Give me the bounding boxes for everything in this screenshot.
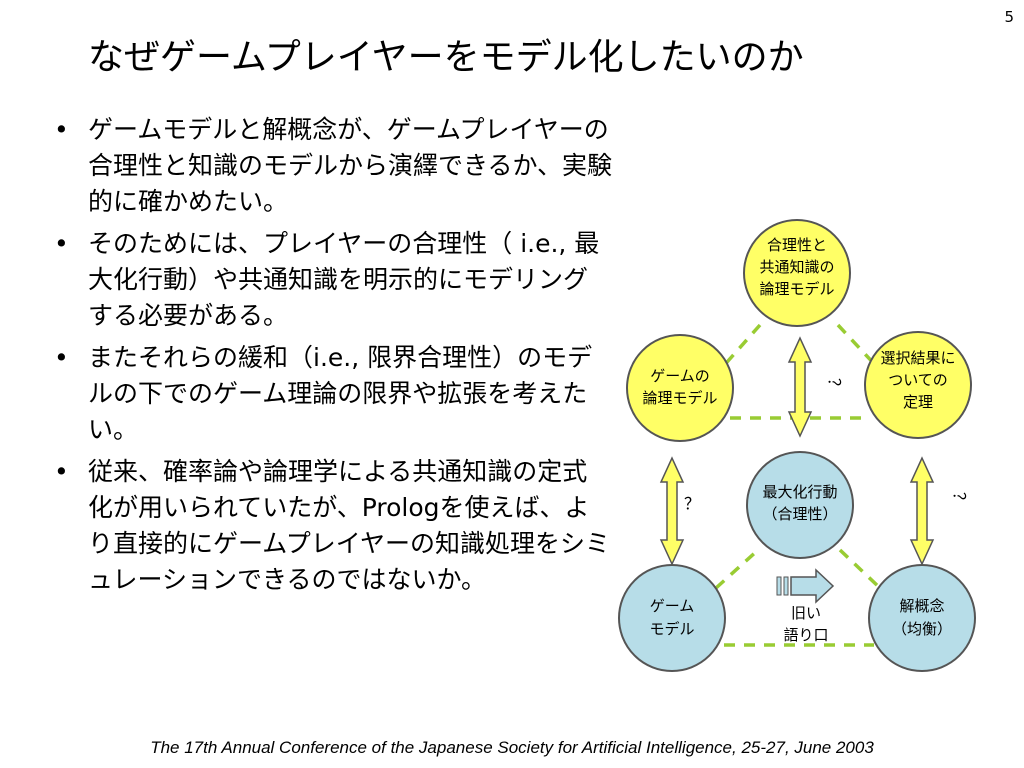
bullet-item: ゲームモデルと解概念が、ゲームプレイヤーの合理性と知識のモデルから演繹できるか、… (52, 112, 612, 220)
double-arrow-left (659, 456, 685, 566)
node-label-line: 最大化行動 (762, 483, 837, 501)
node-label-line: 合理性と (767, 236, 827, 254)
node-theorem-on-choice-results: 選択結果に ついての 定理 (864, 331, 972, 439)
node-game-model: ゲーム モデル (618, 564, 726, 672)
node-label-line: 共通知識の (759, 258, 834, 276)
bullet-item: 従来、確率論や論理学による共通知識の定式化が用いられていたが、Prologを使え… (52, 454, 612, 598)
page-number: 5 (1004, 8, 1014, 26)
double-arrow-right (909, 456, 935, 566)
node-rationality-common-knowledge: 合理性と 共通知識の 論理モデル (743, 219, 851, 327)
bullet-item: そのためには、プレイヤーの合理性（ i.e., 最大化行動）や共通知識を明示的に… (52, 226, 612, 334)
slide-title: なぜゲームプレイヤーをモデル化したいのか (88, 37, 804, 78)
node-game-logic-model: ゲームの 論理モデル (626, 334, 734, 442)
node-label-line: ゲームの (650, 367, 710, 385)
node-label-line: 解概念 (899, 597, 944, 615)
node-label-line: モデル (649, 620, 694, 638)
old-story-arrow-icon (776, 568, 835, 604)
node-label-line: 論理モデル (759, 280, 834, 298)
node-maximizing-behavior: 最大化行動 （合理性） (746, 451, 854, 559)
node-label-line: （均衡） (892, 620, 952, 638)
dashed-line-bottom-left (714, 548, 760, 590)
node-label-line: （合理性） (762, 505, 837, 523)
node-label-line: 論理モデル (642, 389, 717, 407)
question-mark-right: ？ (950, 492, 969, 508)
double-arrow-center (787, 336, 813, 438)
bullet-item: またそれらの緩和（i.e., 限界合理性）のモデルの下でのゲーム理論の限界や拡張… (52, 340, 612, 448)
node-label-line: 定理 (903, 393, 933, 411)
node-label-line: ゲーム (650, 597, 695, 615)
node-label-line: ついての (888, 371, 948, 389)
dashed-line-bottom-right (838, 548, 882, 590)
old-story-label: 語り口 (783, 626, 828, 644)
question-mark-left: ？ (684, 494, 700, 513)
conference-footer: The 17th Annual Conference of the Japane… (150, 738, 874, 757)
node-solution-concept: 解概念 （均衡） (868, 564, 976, 672)
node-label-line: 選択結果に (880, 349, 955, 367)
old-story-label: 旧い (791, 604, 821, 622)
bullet-list: ゲームモデルと解概念が、ゲームプレイヤーの合理性と知識のモデルから演繹できるか、… (52, 112, 612, 604)
question-mark-center: ？ (825, 378, 844, 394)
